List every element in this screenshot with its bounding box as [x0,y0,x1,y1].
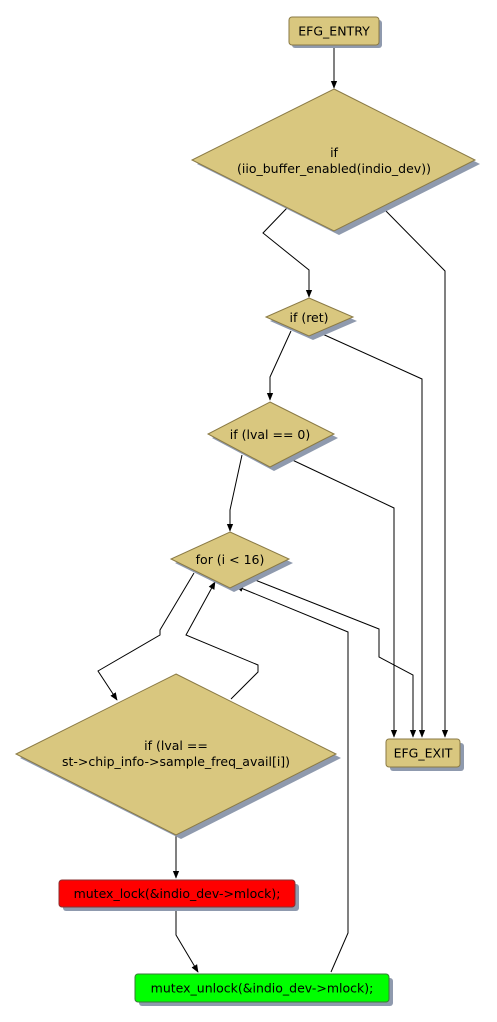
mutex-unlock-box [134,973,390,1003]
if-lval-label: if (lval == 0) [230,427,310,442]
edge-if-buffer-to-if-ret [262,207,313,298]
edge-unlock-back-to-for [235,585,349,973]
mutex-lock-box [58,879,296,908]
if-freq-line1: if (lval == [144,738,208,753]
edge-if-freq-back-to-for [185,581,259,700]
exit-label: EFG_EXIT [394,746,453,761]
edge-if-ret-to-if-lval [266,330,292,401]
if-buffer-line1: if [330,145,338,160]
entry-box [288,16,380,46]
exit-node[interactable]: EFG_EXIT [385,738,464,771]
for-loop-node[interactable]: for (i < 16) [169,531,293,592]
entry-label: EFG_ENTRY [298,24,370,39]
if-freq-node[interactable]: if (lval == st->chip_info->sample_freq_a… [14,673,341,839]
if-ret-label: if (ret) [289,310,328,325]
entry-node[interactable]: EFG_ENTRY [288,16,382,48]
edge-if-ret-to-exit [317,331,426,738]
if-freq-diamond [14,673,338,836]
if-ret-diamond [264,297,355,337]
edge-for-to-if-freq [97,572,195,701]
if-buffer-diamond [190,88,477,232]
if-buffer-line2: (iio_buffer_enabled(indio_dev)) [237,161,431,176]
edge-if-buffer-to-exit [382,207,449,738]
if-ret-node[interactable]: if (ret) [264,297,357,340]
if-buffer-enabled-node[interactable]: if (iio_buffer_enabled(indio_dev)) [190,88,480,235]
exit-box [385,738,461,768]
edge-mutex-lock-to-unlock [175,908,199,973]
edge-if-lval-to-exit [285,456,398,738]
mutex-lock-node[interactable]: mutex_lock(&indio_dev->mlock); [58,879,299,911]
mutex-unlock-node[interactable]: mutex_unlock(&indio_dev->mlock); [134,973,393,1006]
mutex-unlock-label: mutex_unlock(&indio_dev->mlock); [151,981,374,996]
for-loop-diamond [169,531,291,589]
mutex-lock-label: mutex_lock(&indio_dev->mlock); [74,886,281,901]
edge-if-lval-to-for [226,454,243,532]
edge-for-to-exit [249,577,417,738]
for-loop-label: for (i < 16) [196,552,265,567]
if-freq-line2: st->chip_info->sample_freq_avail[i]) [62,754,290,769]
if-lval-zero-node[interactable]: if (lval == 0) [206,401,338,471]
if-lval-diamond [206,401,336,468]
edges [97,44,449,973]
